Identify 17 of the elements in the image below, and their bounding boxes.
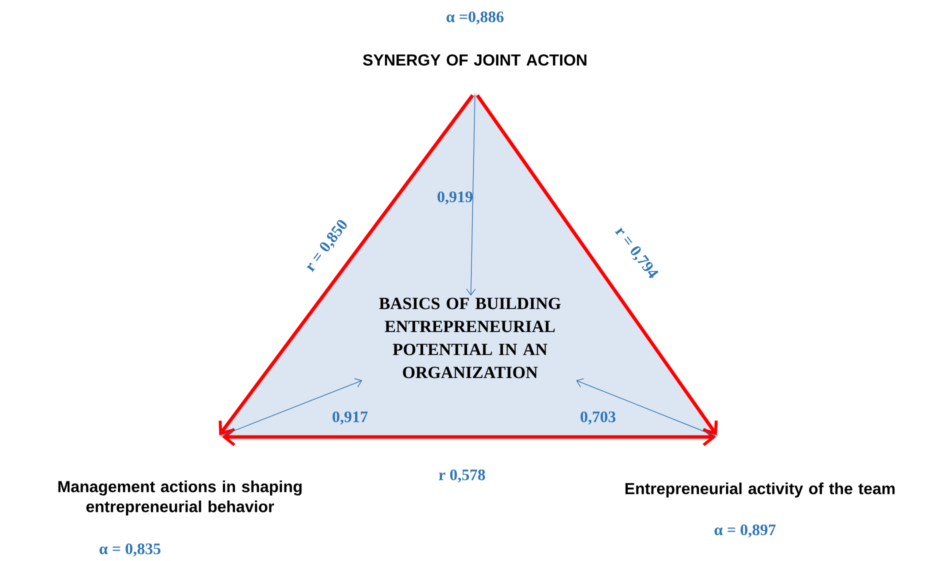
- alpha-value: α = 0,897: [714, 524, 776, 538]
- arrow: [222, 428, 716, 446]
- alpha-value: α =0,886: [446, 11, 504, 25]
- arrow: [220, 378, 362, 436]
- arrow: [218, 94, 474, 436]
- central-concept-label: BASICS OF BUILDING ENTREPRENEURIAL POTENTIAL IN AN ORGANIZATION: [379, 298, 561, 378]
- edge-label: 0,917: [332, 411, 368, 425]
- alpha-value: α = 0,835: [100, 543, 160, 557]
- factor-label: Management actions in shaping entrepreneurial behavior: [58, 480, 302, 516]
- arrow: [466, 94, 476, 296]
- factor-label: Entrepreneurial activity of the team: [625, 482, 895, 498]
- arrow: [476, 94, 718, 436]
- arrow: [576, 378, 716, 436]
- edge-label: 0,919: [438, 191, 472, 205]
- factor-label: SYNERGY OF JOINT ACTION: [363, 54, 586, 66]
- edge-label: 0,703: [580, 411, 616, 425]
- edge-label: r 0,578: [438, 469, 486, 483]
